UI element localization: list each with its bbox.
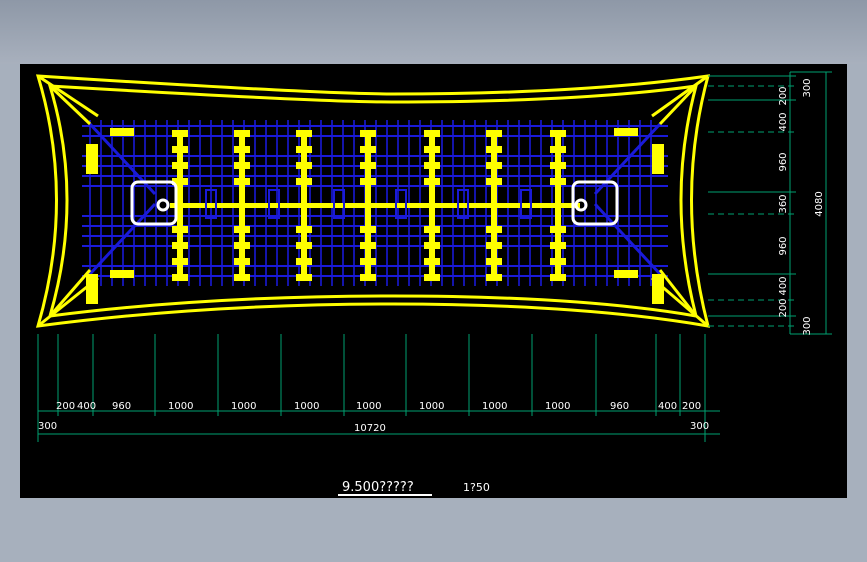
dim-label-total: 10720 bbox=[354, 423, 386, 434]
hip-rafter-tr-a bbox=[651, 74, 709, 118]
column-circle-right bbox=[574, 198, 588, 212]
roof-edge-inner bbox=[47, 84, 699, 318]
roof-edge-outline bbox=[35, 74, 711, 328]
dim-label-bottom: 1000 bbox=[231, 401, 256, 412]
spine-column-1 bbox=[268, 189, 280, 219]
end-beam-bl bbox=[110, 270, 134, 278]
hip-rafter-bl-a bbox=[37, 276, 99, 328]
hip-rafter-tl-b bbox=[48, 84, 92, 126]
dim-label-right: 400 bbox=[778, 112, 789, 131]
spine-column-5 bbox=[520, 189, 532, 219]
dim-label-bottom: 1000 bbox=[419, 401, 444, 412]
hip-rafter-tl-a bbox=[37, 74, 99, 118]
dim-label-bottom: 1000 bbox=[294, 401, 319, 412]
dim-label-right: 200 bbox=[778, 298, 789, 317]
dim-label-right: 960 bbox=[778, 236, 789, 255]
dim-label-bottom: 1000 bbox=[545, 401, 570, 412]
end-beam-tl bbox=[110, 128, 134, 136]
spine-column-3 bbox=[395, 189, 407, 219]
edge-beam-2 bbox=[652, 144, 664, 174]
edge-beam-0 bbox=[86, 144, 98, 174]
dim-label-bottom: 200 bbox=[56, 401, 75, 412]
dim-label-bottom: 400 bbox=[77, 401, 96, 412]
hip-rafter-br-a bbox=[651, 276, 709, 328]
rebar-diagonal-2 bbox=[88, 202, 157, 276]
dim-label-bottom: 960 bbox=[610, 401, 629, 412]
dim-label-bottom: 1000 bbox=[482, 401, 507, 412]
end-beam-br bbox=[614, 270, 638, 278]
end-beam-tr bbox=[614, 128, 638, 136]
hip-rafter-br-b bbox=[658, 269, 698, 317]
dim-label-right: 400 bbox=[778, 276, 789, 295]
dim-label-bottom: 1000 bbox=[356, 401, 381, 412]
spine-column-4 bbox=[457, 189, 469, 219]
dim-label-right: 960 bbox=[778, 152, 789, 171]
drawing-scale: 1?50 bbox=[463, 481, 490, 494]
dim-label-right: 360 bbox=[778, 194, 789, 213]
dim-label-bottom: 400 bbox=[658, 401, 677, 412]
column-box-right bbox=[571, 180, 619, 226]
dim-label-right-end: 300 bbox=[690, 421, 709, 432]
dim-label-bottom: 200 bbox=[682, 401, 701, 412]
rebar-diagonal-3 bbox=[593, 202, 662, 276]
cad-window-background bbox=[0, 0, 867, 64]
drawing-title: 9.500????? bbox=[342, 480, 414, 495]
main-beam-spine bbox=[170, 203, 580, 208]
dim-label-right: 300 bbox=[802, 316, 813, 335]
column-circle-left bbox=[156, 198, 170, 212]
dimension-lines bbox=[37, 71, 832, 442]
column-details bbox=[130, 180, 619, 226]
dim-label-right-total: 4080 bbox=[814, 191, 825, 216]
dim-label-bottom: 960 bbox=[112, 401, 131, 412]
hip-rafter-bl-b bbox=[48, 269, 92, 317]
dim-label-right: 200 bbox=[778, 86, 789, 105]
dim-label-left-end: 300 bbox=[38, 421, 57, 432]
column-box-left bbox=[130, 180, 178, 226]
spine-column-2 bbox=[333, 189, 345, 219]
spine-column-0 bbox=[205, 189, 217, 219]
dim-label-right: 300 bbox=[802, 78, 813, 97]
dim-label-bottom: 1000 bbox=[168, 401, 193, 412]
hip-rafter-tr-b bbox=[658, 84, 698, 126]
